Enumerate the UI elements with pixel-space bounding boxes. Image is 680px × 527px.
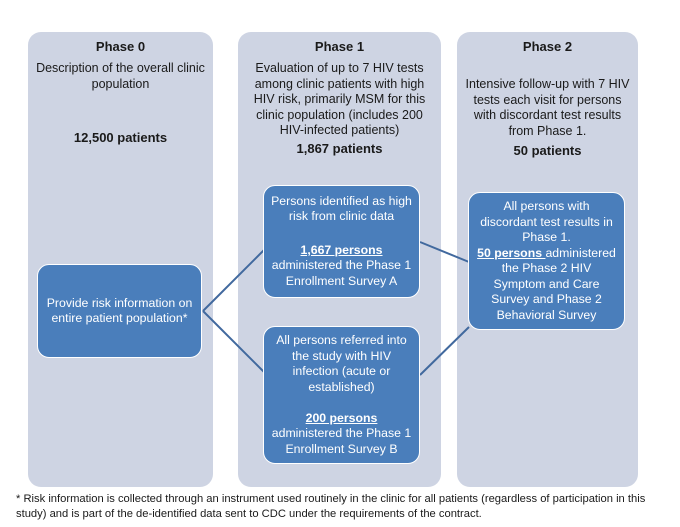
survey-b-box[interactable]: All persons referred into the study with…: [263, 326, 420, 464]
survey-b-top-text: All persons referred into the study with…: [276, 333, 407, 394]
phase-0-panel: Phase 0 Description of the overall clini…: [28, 32, 213, 487]
survey-a-box[interactable]: Persons identified as high risk from cli…: [263, 185, 420, 298]
phase-2-bottom-text: 50 persons administered the Phase 2 HIV …: [476, 246, 617, 324]
survey-a-emphasis: 1,667 persons: [300, 242, 383, 257]
phase-0-title: Phase 0: [95, 39, 146, 54]
survey-b-emphasis: 200 persons: [305, 410, 378, 425]
phase-2-panel-content: Phase 2 Intensive follow-up with 7 HIV t…: [457, 32, 638, 159]
phase-0-panel-content: Phase 0 Description of the overall clini…: [28, 32, 213, 146]
footnote-text: * Risk information is collected through …: [16, 493, 646, 520]
phase-1-panel-content: Phase 1 Evaluation of up to 7 HIV tests …: [238, 32, 441, 157]
phase-1-description: Evaluation of up to 7 HIV tests among cl…: [253, 61, 426, 137]
survey-a-bottom-text: 1,667 persons administered the Phase 1 E…: [271, 243, 412, 290]
phase-1-count: 1,867 patients: [296, 140, 383, 156]
survey-b-bottom-rest: administered the Phase 1 Enrollment Surv…: [271, 426, 412, 456]
survey-a-spacer: [271, 225, 412, 243]
phase-0-action-text: Provide risk information on entire patie…: [46, 295, 193, 326]
survey-a-bottom-rest: administered the Phase 1 Enrollment Surv…: [271, 258, 412, 288]
phase-2-title: Phase 2: [522, 39, 573, 54]
survey-a-top-text: Persons identified as high risk from cli…: [271, 193, 412, 224]
phase-2-count: 50 patients: [513, 143, 582, 158]
phase-0-description: Description of the overall clinic popula…: [36, 61, 205, 91]
phase-1-title: Phase 1: [314, 39, 365, 54]
phase-2-emphasis: 50 persons: [477, 245, 546, 260]
phase-2-bottom-rest: administered the Phase 2 HIV Symptom and…: [491, 245, 616, 322]
phase-0-action-box[interactable]: Provide risk information on entire patie…: [37, 264, 202, 358]
phase-2-survey-box[interactable]: All persons with discordant test results…: [468, 192, 625, 330]
phase-2-description: Intensive follow-up with 7 HIV tests eac…: [465, 77, 630, 138]
phase-2-top-text: All persons with discordant test results…: [480, 199, 613, 244]
phase-0-count: 12,500 patients: [73, 130, 168, 145]
survey-b-bottom-text: 200 persons administered the Phase 1 Enr…: [271, 411, 412, 458]
survey-b-spacer: [271, 395, 412, 411]
